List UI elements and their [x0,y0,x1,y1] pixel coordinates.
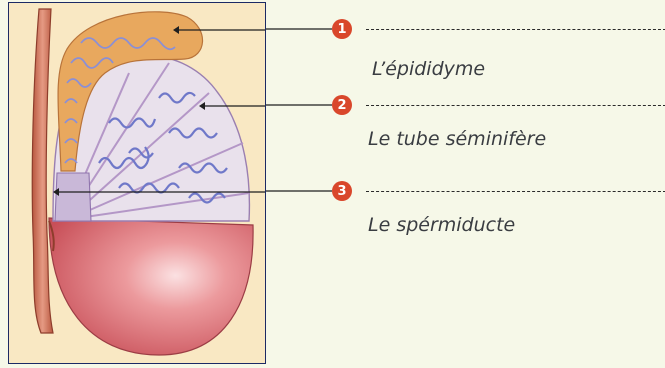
marker-3-number: 3 [337,185,346,198]
label-sperm-duct: Le spérmiducte [368,214,515,236]
answer-line-3 [366,191,665,192]
illustration-panel [8,2,266,364]
vas-deferens [32,9,53,333]
marker-1: 1 [332,19,352,39]
rete-testis [55,173,91,221]
marker-1-number: 1 [337,23,346,36]
label-seminiferous-tube: Le tube séminifère [368,128,546,150]
marker-3: 3 [332,181,352,201]
marker-2: 2 [332,95,352,115]
marker-2-number: 2 [337,99,346,112]
testis-illustration [9,3,265,363]
scrotum [49,218,253,355]
label-epididymis: L’épididyme [372,58,485,80]
answer-line-1 [366,29,665,30]
answer-line-2 [366,105,665,106]
